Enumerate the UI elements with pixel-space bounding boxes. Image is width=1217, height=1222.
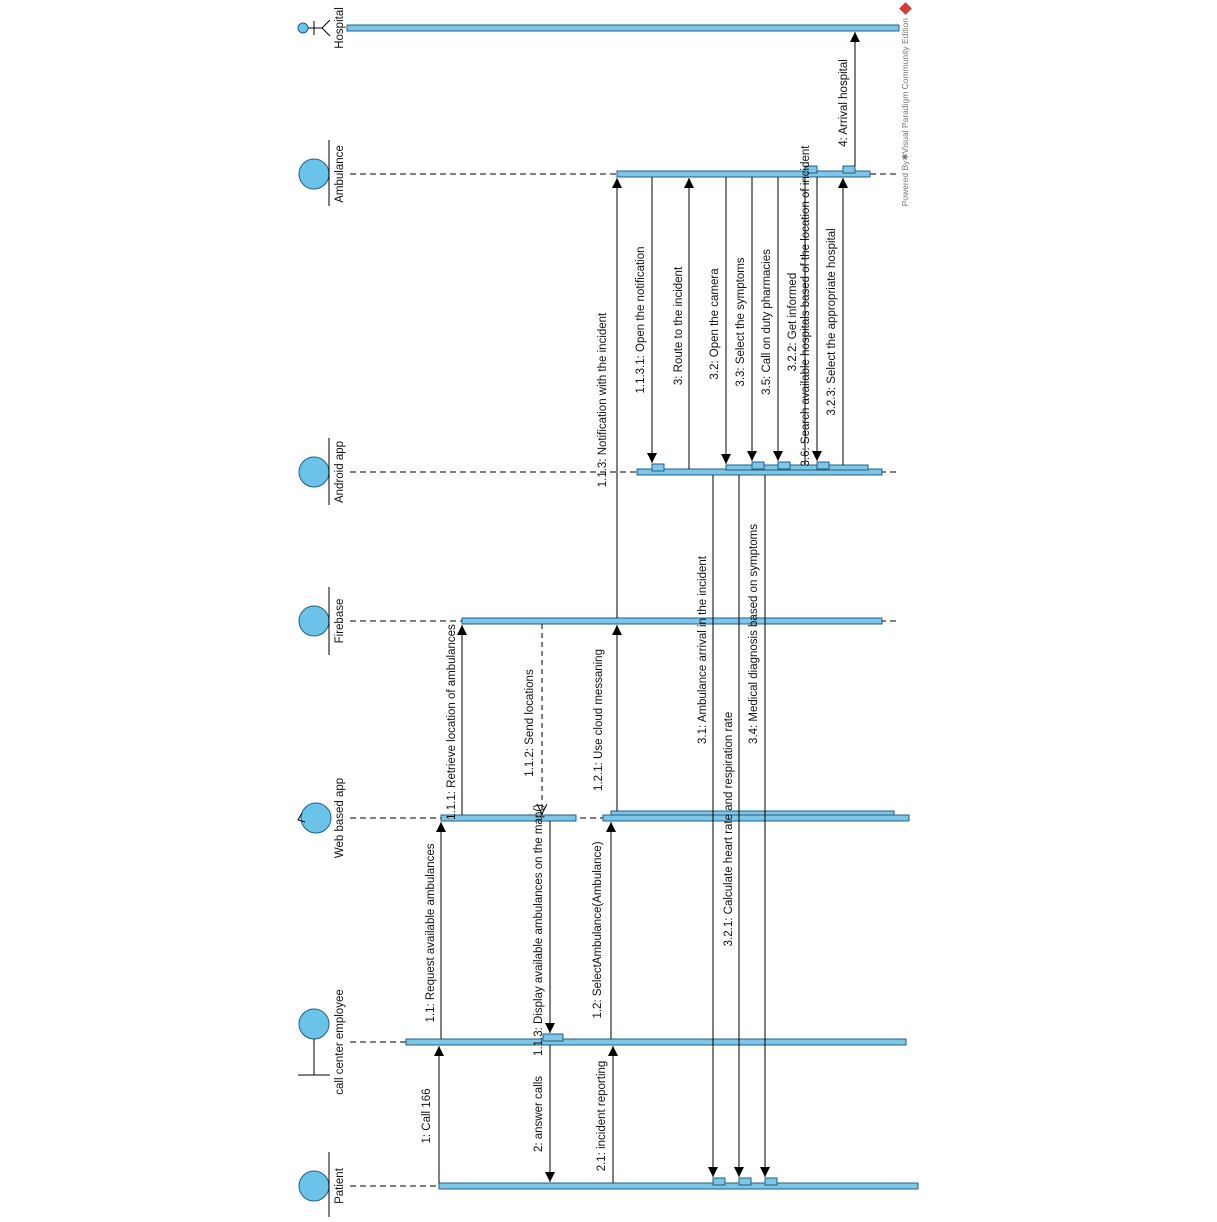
entity-icon [298, 1170, 330, 1202]
entity-icon [298, 456, 330, 488]
lifeline-web: Web based app [297, 778, 910, 858]
message-label: 1.1.3: Notification with the incident [597, 312, 609, 487]
activation-bar [440, 814, 577, 822]
watermark-text: Powered By✱Visual Paradigm Community Edi… [900, 18, 910, 207]
message-label: 1.1.3: Display available ambulances on t… [533, 804, 545, 1056]
lifeline-hospital: Hospital [297, 7, 900, 49]
activation-bar [405, 1038, 907, 1046]
lifeline-label-firebase: Firebase [334, 599, 346, 644]
activation-bar [461, 617, 883, 625]
lifeline-callcenter: call center employee [298, 989, 907, 1095]
activation-bar [804, 165, 818, 174]
control-icon [300, 802, 332, 834]
activation-bar [651, 463, 665, 472]
activation-bar [712, 1177, 726, 1186]
lifeline-label-ambulance: Ambulance [334, 145, 346, 203]
message-label: 1.1: Request available ambulances [425, 843, 437, 1022]
lifeline-firebase: Firebase [298, 587, 900, 655]
lifeline-label-patient: Patient [334, 1167, 346, 1204]
activation-bar [751, 461, 765, 470]
watermark: Powered By✱Visual Paradigm Community Edi… [899, 2, 912, 206]
message-label: 4: Arrival hospital [838, 59, 850, 147]
message-label: 1.2: SelectAmbulance(Ambulance) [592, 841, 604, 1018]
activation-bar [725, 464, 869, 471]
message-label: 3.3: Select the symptoms [735, 257, 747, 386]
message-label: 3.4: Medical diagnosis based on symptoms [748, 524, 760, 744]
lifeline-ambulance: Ambulance [298, 140, 896, 206]
lifeline-label-web: Web based app [334, 778, 346, 858]
activation-bar [602, 814, 910, 822]
activation-bar [346, 24, 900, 32]
visual-paradigm-logo-icon [899, 2, 912, 15]
messages [434, 32, 860, 1183]
lifeline-label-callcenter: call center employee [334, 989, 346, 1094]
entity-icon [298, 158, 330, 190]
message-label: 3.6: Search available hospitals based of… [800, 145, 812, 467]
activation-bar [738, 1177, 752, 1186]
message-label: 1.1.2: Send locations [524, 669, 536, 777]
message-label: 3.5: Call on duty pharmacies [761, 249, 773, 395]
lifeline-label-android: Android app [334, 441, 346, 503]
lifeline-android: Android app [298, 438, 898, 505]
activation-bar [438, 1182, 919, 1190]
boundary-icon [298, 1008, 330, 1040]
activation-bar [616, 170, 871, 178]
message-label: 3.2: Open the camera [709, 268, 721, 380]
activation-bar [764, 1177, 778, 1186]
message-label: 2.1: incident reporting [596, 1061, 608, 1172]
activation-bar [542, 1033, 564, 1042]
message-label: 1.1.3.1: Open the notification [635, 246, 647, 393]
message-label: 1.2.1: Use cloud messaning [593, 649, 605, 791]
message-label: 3.2.2: Get informed [787, 273, 799, 371]
activation-bar [842, 165, 856, 174]
entity-icon [298, 605, 330, 637]
lifeline-label-hospital: Hospital [334, 7, 346, 49]
lifeline-patient: Patient [298, 1152, 919, 1218]
message-label: 3.2.1: Calculate heart rate and respirat… [723, 712, 735, 947]
message-label: 3: Route to the incident [673, 266, 685, 385]
activation-bar [777, 461, 791, 470]
message-labels: 1: Call 166 1.1: Request available ambul… [421, 59, 850, 1171]
message-label: 2: answer calls [533, 1076, 545, 1152]
actor-icon [297, 19, 331, 37]
message-label: 3.2.3: Select the appropriate hospital [826, 228, 838, 415]
message-label: 1.1.1: Retrieve location of ambulances [446, 624, 458, 820]
message-label: 3.1: Ambulance arrival in the incident [697, 555, 709, 744]
message-label: 1: Call 166 [421, 1089, 433, 1144]
activation-bar [816, 461, 830, 470]
